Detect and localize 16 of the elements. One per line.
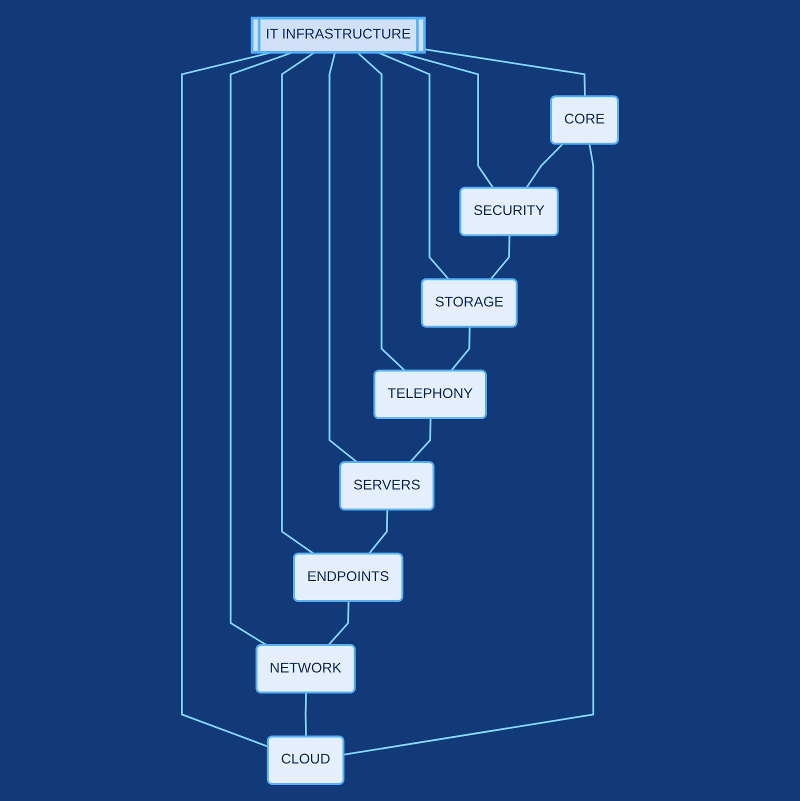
connector: [304, 692, 307, 736]
connector: [450, 326, 471, 372]
connector: [400, 51, 494, 188]
connector: [368, 510, 388, 554]
connector: [328, 600, 350, 646]
connector: [357, 52, 406, 372]
connector: [409, 418, 432, 463]
connector: [490, 235, 510, 280]
connector: [181, 51, 270, 747]
connector: [328, 52, 358, 463]
connector: [525, 143, 564, 188]
connector: [230, 51, 292, 646]
connector: [344, 144, 594, 756]
connector: [378, 51, 450, 280]
connector: [424, 48, 586, 96]
connector: [281, 52, 315, 554]
